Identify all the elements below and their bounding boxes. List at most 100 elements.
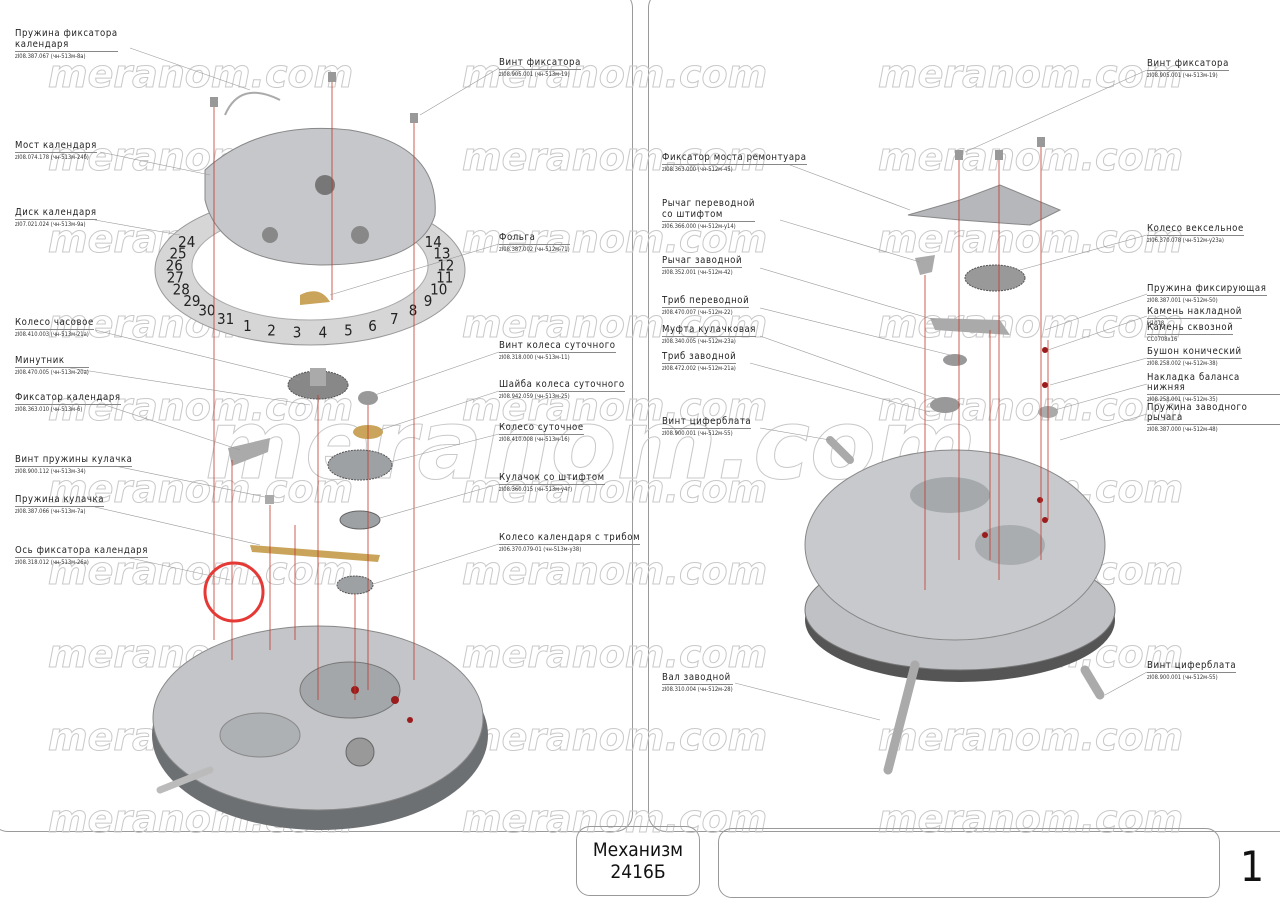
label-title-2: со штифтом — [662, 209, 756, 222]
label-code: zI08.470.005 (чн-513м-20а) — [15, 369, 89, 376]
clutch-wheel — [930, 397, 960, 413]
calendar-digit: 5 — [344, 321, 353, 339]
calendar-digit: 25 — [169, 244, 186, 262]
watermark-text: meranom.com — [878, 52, 1183, 96]
calendar-digit: 2 — [267, 321, 276, 339]
watermark-text: meranom.com — [48, 52, 353, 96]
watermark-text: meranom.com — [462, 52, 767, 96]
minute-wheel — [964, 264, 1026, 292]
day-wheel-screw — [358, 391, 378, 405]
label-title: Винт циферблата — [662, 416, 752, 429]
label-code: zI08.352.001 (чн-512м-42) — [662, 269, 733, 276]
calendar-digit: 14 — [425, 233, 442, 251]
label-title: Пружина заводного рычага — [1147, 403, 1280, 425]
footer-box — [718, 828, 1220, 898]
calendar-detent-spring — [224, 91, 281, 116]
label-code: zI08.258.002 (чн-512м-38) — [1147, 360, 1218, 367]
watermark-text: meranom.com — [878, 135, 1183, 179]
calendar-digit: 6 — [368, 317, 377, 335]
label-code: zI07.021.024 (чн-513м-9а) — [15, 221, 86, 228]
dial-screw-right — [1080, 665, 1105, 700]
label-title: Триб заводной — [662, 351, 737, 364]
label-code: zI08.363.000 (чн-512м-45) — [662, 166, 733, 173]
label-title: Камень сквозной — [1147, 322, 1234, 335]
label-title: Минутник — [15, 356, 89, 368]
winding-stem — [883, 660, 920, 775]
calendar-digit: 30 — [198, 302, 215, 320]
right-page-frame — [648, 0, 1280, 832]
label-title: Рычаг переводной — [662, 198, 756, 209]
calendar-digit: 10 — [430, 281, 447, 299]
winding-stem-left — [156, 766, 214, 794]
label-title: Фиксатор моста ремонтуара — [662, 152, 807, 165]
calendar-digit: 7 — [390, 310, 399, 328]
watermark-text: meranom.com — [462, 797, 767, 841]
label-code: zI08.905.001 (чн-513м-19) — [1147, 72, 1218, 79]
label-code: zI08.900.001 (чн-512м-55) — [1147, 674, 1218, 681]
watermark-text: meranom.com — [462, 549, 767, 593]
label-title: Винт фиксатора — [499, 57, 581, 70]
label-code: zI06.366.000 (чн-512м-у14) — [662, 223, 736, 230]
label-code: zI08.318.000 (чн-513м-11) — [499, 354, 570, 361]
label-title: Накладка баланса нижняя — [1147, 373, 1280, 395]
label-title: Ось фиксатора календаря — [15, 545, 148, 558]
keyless-bridge-detent — [907, 184, 1062, 226]
label-code: Н1018 — [1147, 320, 1165, 327]
calendar-digit: 13 — [433, 244, 450, 262]
calendar-digit: 27 — [167, 269, 184, 287]
label-code: zI08.340.005 (чн-512м-23а) — [662, 338, 736, 345]
label-code: zI08.310.004 (чн-512м-28) — [662, 686, 733, 693]
foil — [300, 291, 330, 305]
label-title: Колесо часовое — [15, 317, 94, 330]
label-title: Триб переводной — [662, 295, 750, 308]
label-title: Пружина фиксирующая — [1147, 283, 1267, 296]
watermark-text: meranom.com — [462, 302, 767, 346]
label-code: zI06.370.079-01 (чн-513м-у38) — [499, 546, 582, 553]
dial-screw-left — [826, 436, 854, 464]
calendar-digit: 28 — [173, 281, 190, 299]
watermark-text: meranom.com — [878, 385, 1183, 429]
label-code: СС0708х16 — [1147, 336, 1178, 343]
watermark-text: meranom.com — [462, 715, 767, 759]
label-title: Пружина фиксатора — [15, 28, 118, 39]
label-code: zI08.942.059 (чн-513м-25) — [499, 393, 570, 400]
label-leaders — [69, 47, 1148, 721]
label-code: zI08.074.178 (чн-513м-24б) — [15, 154, 89, 161]
label-title: Бушон конический — [1147, 346, 1242, 359]
label-code: zI08.905.001 (чн-513м-19) — [499, 71, 570, 78]
cam-spring — [250, 545, 380, 562]
label-code: zI08.410.003 (чн-513м-21а) — [15, 331, 89, 338]
watermark-text: meranom.com — [462, 632, 767, 676]
label-title: Шайба колеса суточного — [499, 379, 625, 392]
watermark-text: meranom.com — [462, 385, 767, 429]
label-code: zI08.900.001 (чн-512м-55) — [662, 430, 733, 437]
label-title: Вал заводной — [662, 672, 733, 685]
calendar-digit: 8 — [409, 302, 418, 320]
calendar-digit: 29 — [183, 292, 200, 310]
label-code: zI08.387.001 (чн-512м-50) — [1147, 297, 1218, 304]
label-code: zI08.318.012 (чн-513м-26а) — [15, 559, 89, 566]
label-title: Кулачок со штифтом — [499, 472, 605, 485]
label-title: Камень накладной — [1147, 306, 1242, 319]
